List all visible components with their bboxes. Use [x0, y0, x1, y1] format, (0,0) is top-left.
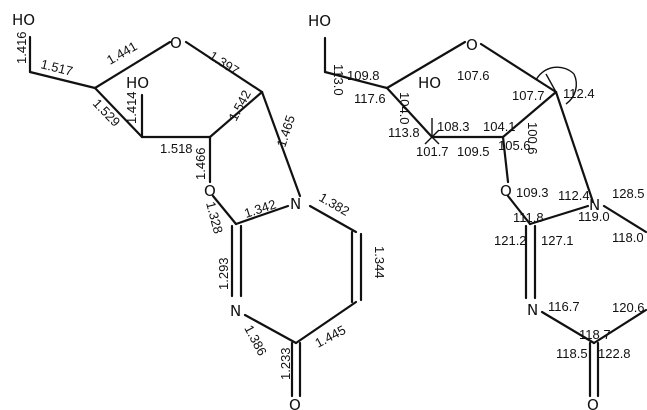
bond-length-1397: 1.397	[206, 48, 241, 78]
bond-length-1344: 1.344	[372, 246, 387, 279]
angle-1138: 113.8	[388, 125, 420, 140]
bond-length-1233: 1.233	[278, 347, 293, 380]
angle-1098: 109.8	[347, 68, 380, 83]
atom-o-bridge: O	[204, 182, 216, 200]
angle-1124a: 112.4	[563, 86, 595, 101]
bond-length-1414: 1.414	[124, 91, 139, 124]
bond-length-1465: 1.465	[274, 113, 298, 149]
bond-r-c4-o4	[385, 40, 467, 90]
angle-1056: 105.6	[498, 138, 531, 153]
arrow-c3-b	[424, 129, 440, 145]
atom-r-n3: N	[527, 301, 538, 319]
bond-r-c4-c3	[385, 86, 434, 139]
atom-r-o-ring: O	[466, 36, 478, 54]
angle-1017: 101.7	[416, 144, 449, 159]
bond-length-1416: 1.416	[14, 31, 29, 64]
atom-r-o-bridge: O	[500, 182, 512, 200]
bond-r-n3-c4r	[540, 310, 596, 345]
atom-r-n1: N	[589, 196, 600, 214]
bond-c4-c3	[93, 86, 144, 139]
atom-o-ring: O	[170, 34, 182, 52]
angle-1180: 118.0	[612, 230, 644, 245]
bond-r-c2-c1	[501, 90, 558, 139]
angle-1190: 119.0	[578, 209, 610, 224]
bond-n3-c4r	[243, 313, 298, 345]
angle-1077: 107.7	[512, 88, 545, 103]
angle-arc-c1-bottom	[565, 73, 578, 105]
bond-length-1466: 1.466	[193, 147, 208, 180]
atom-ho-top: HO	[12, 11, 35, 29]
angle-1076a: 107.6	[457, 68, 490, 83]
bond-r-c4r-c5	[592, 308, 647, 345]
angle-1040: 104.0	[397, 92, 412, 125]
arrow-c1	[545, 73, 557, 93]
angle-1130: 113.0	[331, 64, 346, 96]
bond-length-1529: 1.529	[90, 96, 123, 130]
angle-1006: 100.6	[525, 122, 540, 155]
atom-n3: N	[230, 302, 241, 320]
angle-1095: 109.5	[457, 144, 490, 159]
bond-c4-o4	[93, 40, 172, 90]
left-molecule: HO HO O O N N O 1.416 1.517 1.441 1.397 …	[12, 11, 387, 410]
bond-o4-c1	[184, 40, 264, 94]
angle-1083: 108.3	[437, 119, 470, 134]
angle-arc-c1	[535, 66, 575, 81]
bond-length-1518: 1.518	[160, 141, 193, 156]
bond-c2-c1	[208, 90, 264, 139]
bond-r-c5-c4	[323, 70, 389, 90]
atom-n1: N	[290, 195, 301, 213]
angle-1167: 116.7	[548, 299, 580, 314]
bond-length-1342: 1.342	[242, 197, 278, 221]
angle-1041: 104.1	[483, 119, 516, 134]
bond-c5-c4r	[294, 300, 358, 345]
bond-r-o2-c2r	[506, 194, 532, 226]
atom-r-ho-c3: HO	[418, 74, 441, 92]
bond-length-1382: 1.382	[317, 190, 353, 219]
bond-r-c1-n1	[554, 90, 595, 204]
angle-1206: 120.6	[612, 300, 645, 315]
angle-1176: 117.6	[354, 91, 386, 106]
angle-1124b: 112.4	[558, 188, 590, 203]
angle-1187: 118.7	[579, 327, 611, 342]
atom-r-o-carbonyl: O	[587, 396, 599, 410]
angle-1212: 121.2	[494, 233, 527, 248]
bond-r-n1-c6	[602, 204, 647, 234]
bond-length-1386: 1.386	[241, 322, 270, 358]
angle-1285: 128.5	[612, 186, 645, 201]
atom-r-ho-top: HO	[308, 12, 331, 30]
bond-length-1542: 1.542	[225, 88, 254, 124]
angle-1093: 109.3	[516, 185, 549, 200]
bond-r-c2-o2	[501, 135, 510, 184]
atom-o-carbonyl: O	[289, 396, 301, 410]
bond-length-1328: 1.328	[203, 200, 226, 235]
bond-o2-c2r	[211, 194, 238, 226]
bond-length-1293: 1.293	[216, 257, 231, 290]
angle-1271: 127.1	[541, 233, 574, 248]
angle-1185: 118.5	[556, 346, 588, 361]
bond-r-c2r-n1	[528, 204, 590, 226]
right-molecule: HO O HO O N N O 113.0 109.8 107.6 117.6 …	[308, 12, 647, 410]
bond-n1-c6	[308, 204, 358, 234]
angle-1228: 122.8	[598, 346, 631, 361]
angle-1118: 111.8	[513, 210, 544, 225]
bond-c5-c4	[28, 70, 97, 90]
bond-r-o4-c1	[479, 42, 558, 94]
bond-c2r-n1	[234, 204, 290, 226]
atom-ho-c3: HO	[126, 74, 149, 92]
bond-length-1445: 1.445	[312, 322, 348, 351]
bond-c1-n1	[260, 90, 302, 198]
